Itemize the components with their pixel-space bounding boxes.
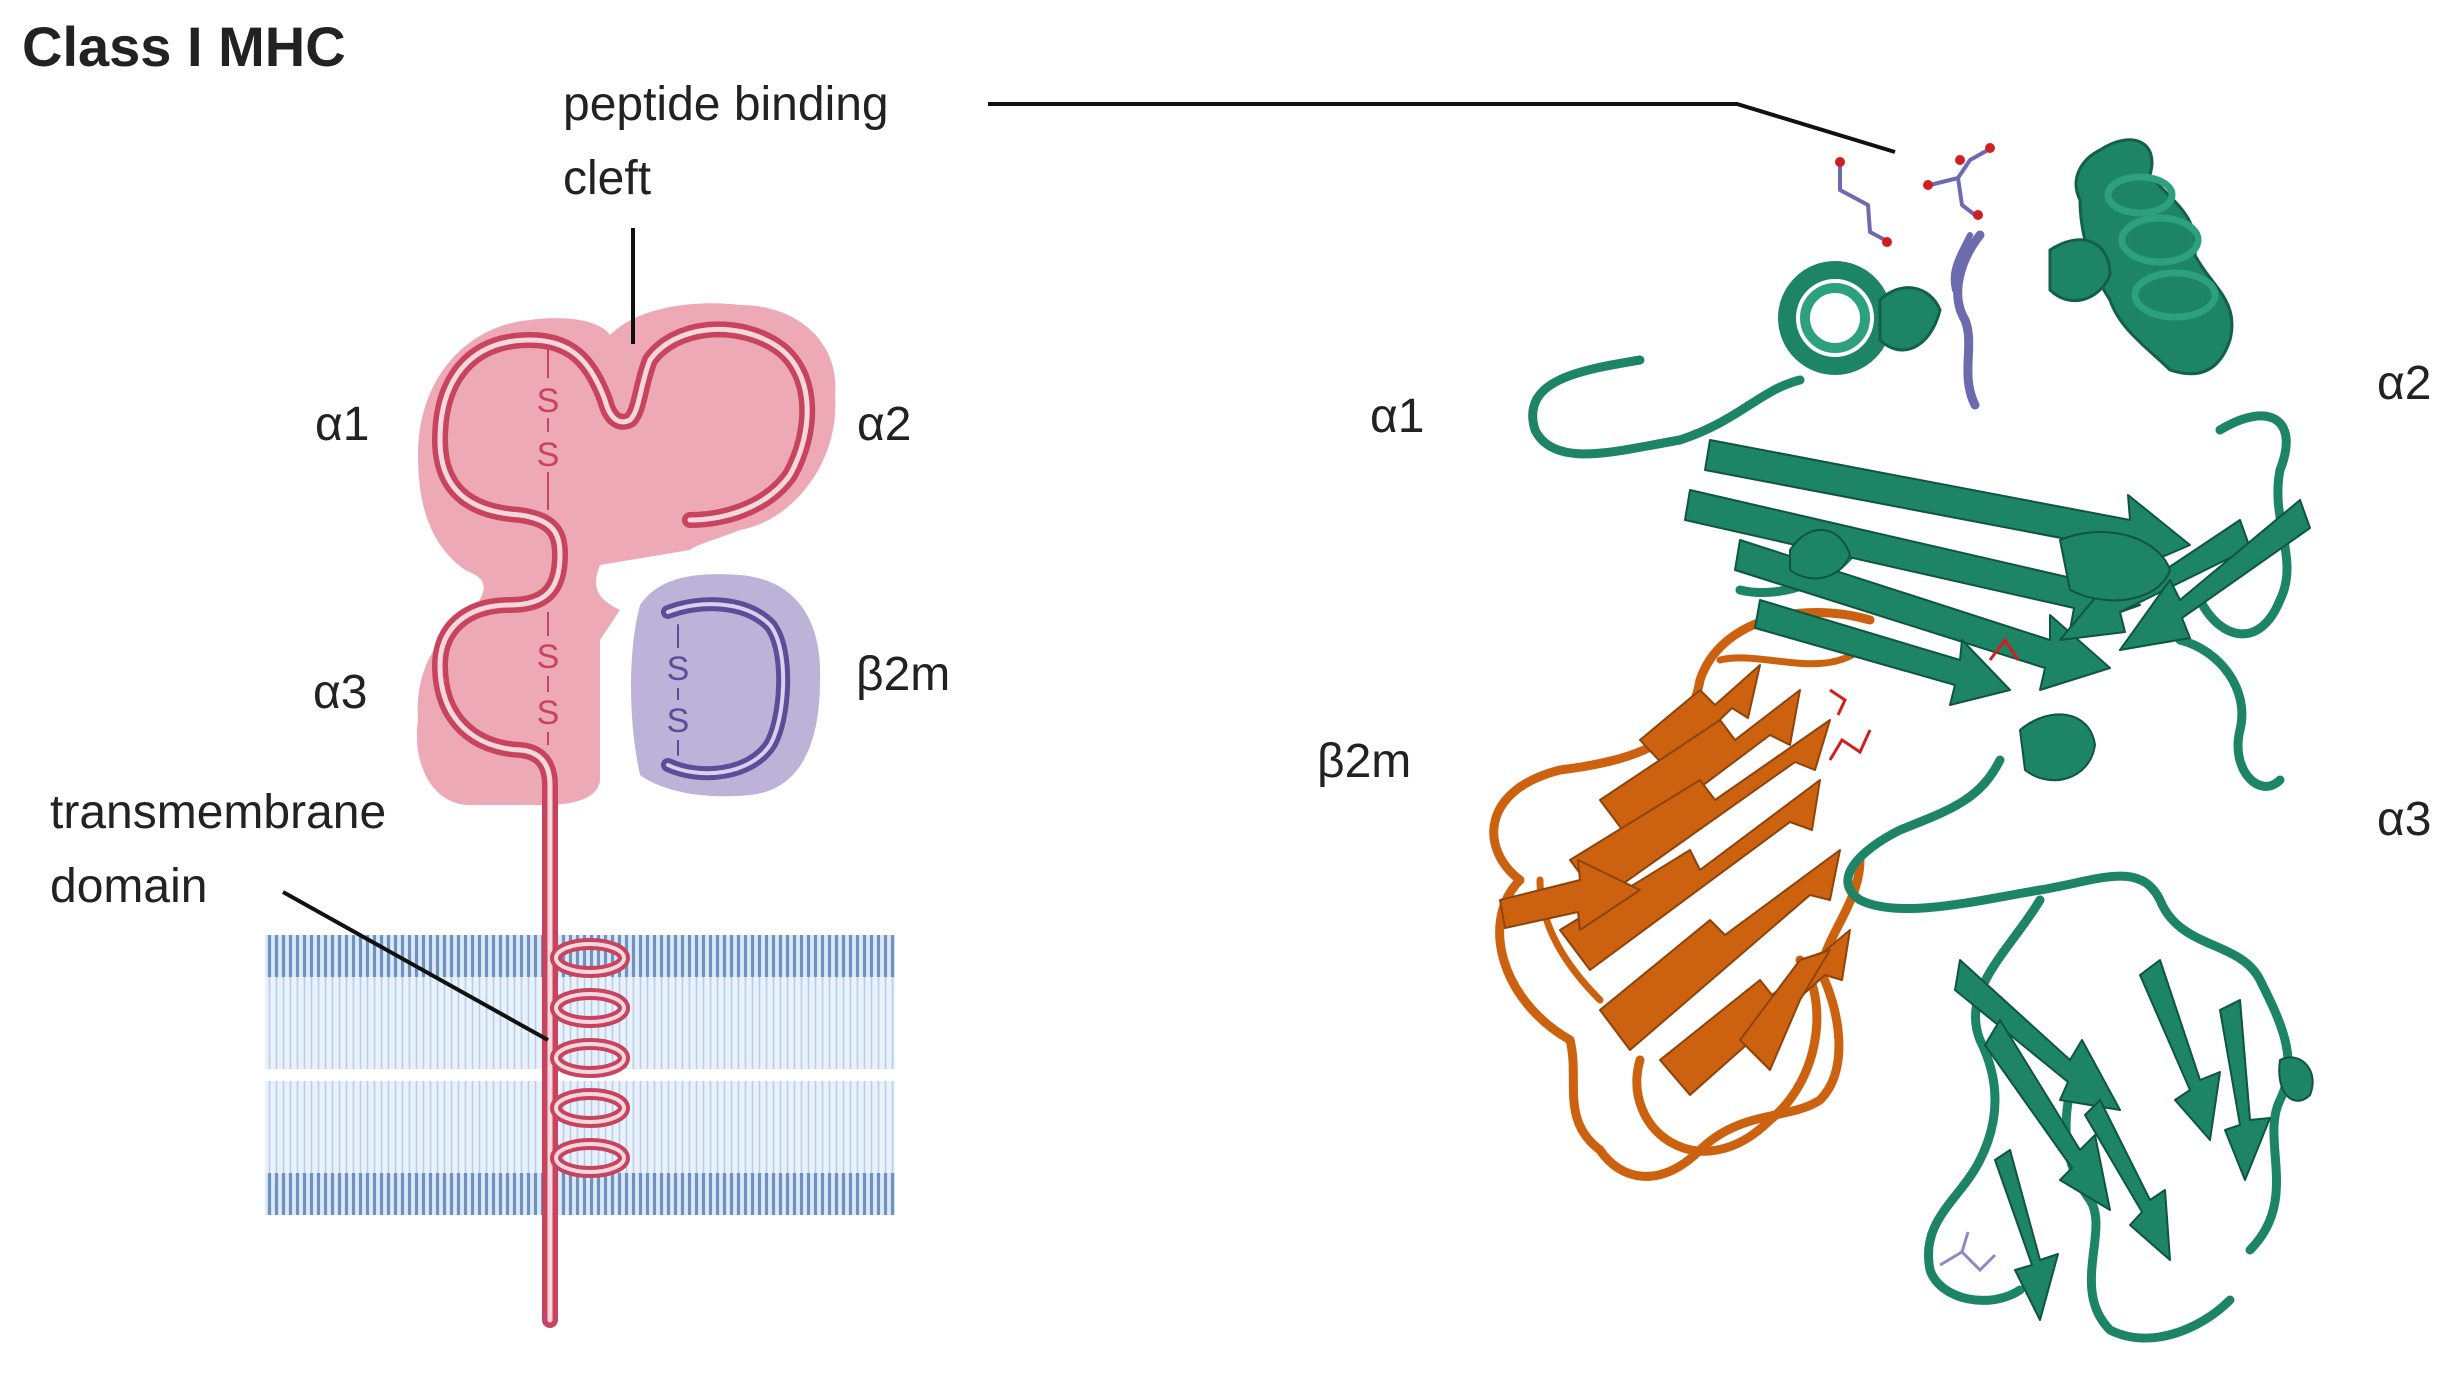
peptide-oxygen-atoms — [1835, 143, 1995, 247]
membrane-inner-heads — [265, 1173, 895, 1215]
heavy-chain-strands — [1684, 439, 2311, 782]
schematic-alpha3-label: α3 — [313, 666, 367, 719]
disulfide-alpha3: S S — [536, 612, 560, 745]
sulfur-label: S — [537, 638, 560, 676]
schematic-alpha2-label: α2 — [857, 398, 911, 451]
heavy-chain-highlight — [437, 326, 810, 1323]
heavy-chain-helices — [1778, 138, 2234, 376]
sulfur-label: S — [667, 650, 690, 688]
sulfur-label: S — [537, 436, 560, 474]
structure-alpha1-label: α1 — [1370, 390, 1424, 443]
sulfur-label: S — [537, 694, 560, 732]
disulfide-alpha1: S S — [536, 345, 560, 510]
ligand-sticks — [1939, 1231, 1997, 1273]
beta2m-strands — [1499, 664, 1851, 1096]
structure-beta2m-label: β2m — [1317, 735, 1411, 788]
peptide-ribbon — [1835, 143, 1995, 410]
sulfur-label: S — [667, 702, 690, 740]
structure-alpha3-label: α3 — [2377, 793, 2431, 846]
cleft-label-line1: peptide binding — [563, 78, 889, 131]
tm-label-line2: domain — [50, 860, 207, 913]
alpha3-strands — [1954, 959, 2314, 1321]
cleft-label-line2: cleft — [563, 152, 651, 205]
tm-pointer-line — [282, 890, 549, 1042]
heavy-chain-halo — [416, 303, 836, 805]
schematic-alpha1-label: α1 — [315, 398, 369, 451]
tm-label-line1: transmembrane — [50, 786, 386, 839]
transmembrane-helix — [550, 938, 630, 1178]
ribbon-structure — [1489, 138, 2314, 1343]
sulfur-label: S — [537, 382, 560, 420]
disulfide-beta2m: S S — [666, 648, 690, 740]
interface-sticks — [1828, 637, 2020, 761]
cleft-structure-pointer — [988, 102, 1896, 154]
structure-alpha2-label: α2 — [2377, 357, 2431, 410]
schematic-beta2m-label: β2m — [856, 648, 950, 701]
figure-title: Class I MHC — [22, 15, 346, 78]
heavy-chain-schematic — [432, 321, 816, 1328]
